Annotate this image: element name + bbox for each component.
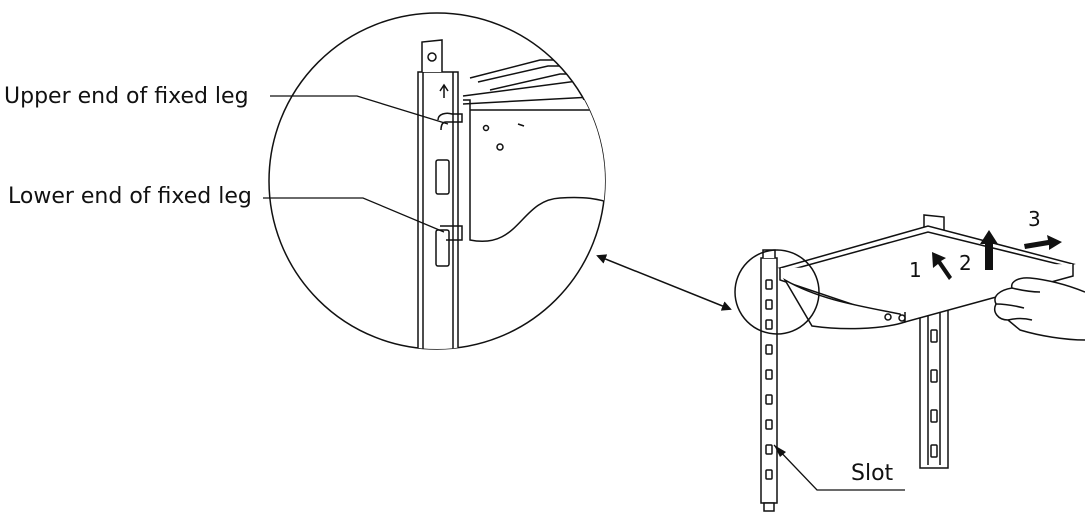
label-slot-group: Slot (773, 444, 905, 491)
label-upper-end: Upper end of fixed leg (4, 84, 249, 109)
label-upper-end-group: Upper end of fixed leg (4, 84, 449, 125)
leader-slot (773, 444, 905, 491)
arrow-step-2 (980, 230, 998, 270)
label-lower-end-group: Lower end of fixed leg (8, 184, 445, 233)
shelf-glass (777, 225, 1076, 330)
step-1-number: 1 (909, 258, 922, 282)
step-arrows (932, 230, 1062, 280)
label-slot: Slot (851, 461, 894, 486)
arrow-step-3 (1024, 235, 1062, 250)
hand-illustration (994, 277, 1085, 341)
label-lower-end: Lower end of fixed leg (8, 184, 252, 209)
arrow-step-1 (932, 252, 952, 280)
detail-zoom-circle (268, 12, 606, 350)
assembly-detail-circle (734, 249, 820, 335)
rear-rack-upright (919, 214, 949, 469)
leader-lower-end (263, 197, 445, 233)
zoom-link-arrow (596, 254, 732, 311)
leader-upper-end (270, 95, 449, 125)
front-rack-upright (760, 249, 778, 512)
step-2-number: 2 (959, 251, 972, 275)
zoom-rack-upright (417, 39, 459, 349)
shelf-assembly (734, 214, 1085, 512)
step-3-number: 3 (1028, 207, 1041, 231)
